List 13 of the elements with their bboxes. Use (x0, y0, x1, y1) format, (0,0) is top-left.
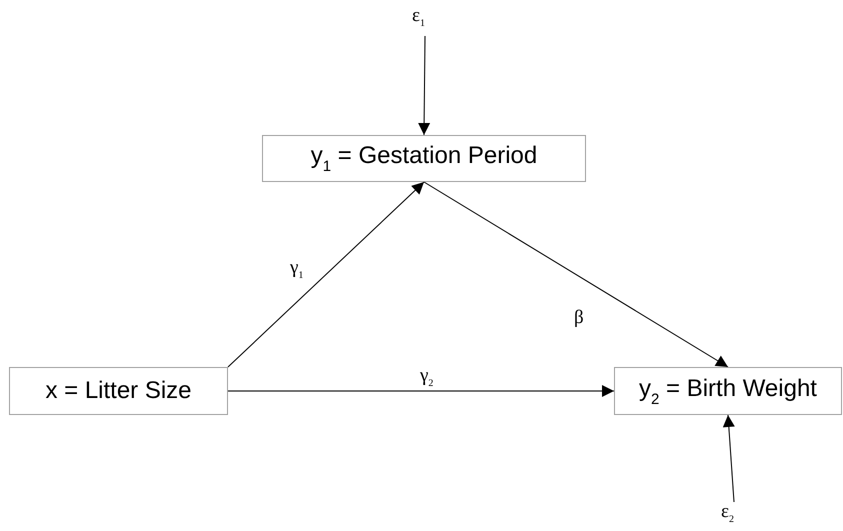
error-term: ε$_{1}$ (412, 6, 425, 29)
error-term: ε$_{2}$ (721, 502, 734, 525)
variable-box: y$_{2}$ = Birth Weight (614, 367, 842, 415)
edge-label: γ$_{2}$ (420, 366, 434, 389)
arrow (424, 182, 728, 368)
arrow (228, 385, 614, 397)
variable-box: y$_{1}$ = Gestation Period (262, 135, 586, 182)
arrow (228, 182, 424, 368)
edge-label: β (574, 308, 584, 327)
arrow (722, 414, 735, 502)
edge-label: γ$_{1}$ (290, 258, 304, 281)
variable-box: x = Litter Size (9, 367, 228, 415)
arrow (418, 36, 430, 136)
